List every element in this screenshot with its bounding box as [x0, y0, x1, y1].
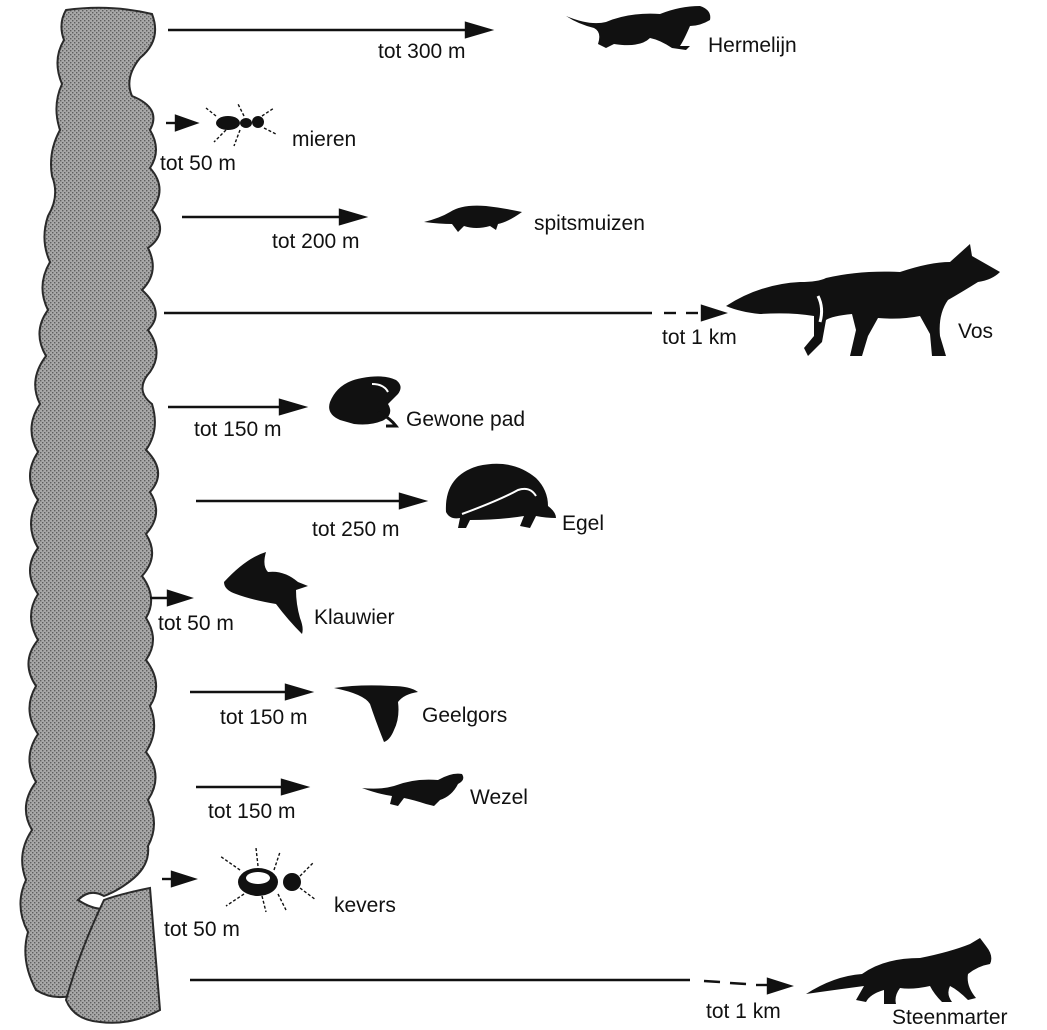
animal-name-egel: Egel [562, 512, 604, 535]
animal-name-wezel: Wezel [470, 786, 528, 809]
distance-label-gewone-pad: tot 150 m [194, 418, 282, 441]
distance-label-vos: tot 1 km [662, 326, 737, 349]
arrow-klauwier [150, 591, 190, 605]
distance-label-geelgors: tot 150 m [220, 706, 308, 729]
arrow-gewone-pad [168, 400, 304, 414]
toad-icon [329, 376, 400, 426]
animal-name-klauwier: Klauwier [314, 606, 395, 629]
animal-name-hermelijn: Hermelijn [708, 34, 797, 57]
arrow-egel [196, 494, 424, 508]
stoat-icon [566, 6, 710, 50]
animal-name-steenmarter: Steenmarter [892, 1006, 1008, 1029]
animal-name-mieren: mieren [292, 128, 356, 151]
arrow-geelgors [190, 685, 310, 699]
distance-label-spitsmuizen: tot 200 m [272, 230, 360, 253]
arrow-steenmarter [190, 979, 790, 993]
animal-name-kevers: kevers [334, 894, 396, 917]
animal-name-spitsmuizen: spitsmuizen [534, 212, 645, 235]
arrow-vos [164, 306, 724, 320]
animal-name-geelgors: Geelgors [422, 704, 507, 727]
distance-label-mieren: tot 50 m [160, 152, 236, 175]
beetle-icon [220, 848, 316, 912]
animal-name-vos: Vos [958, 320, 993, 343]
yellowhammer-icon [334, 685, 418, 742]
distance-label-kevers: tot 50 m [164, 918, 240, 941]
animal-name-gewone-pad: Gewone pad [406, 408, 525, 431]
stone-marten-icon [806, 938, 991, 1004]
arrow-spitsmuizen [182, 210, 364, 224]
arrow-hermelijn [168, 23, 490, 37]
arrow-wezel [196, 780, 306, 794]
shrike-icon [224, 552, 308, 634]
ant-icon [206, 104, 276, 146]
distance-label-klauwier: tot 50 m [158, 612, 234, 635]
distance-label-egel: tot 250 m [312, 518, 400, 541]
distance-label-hermelijn: tot 300 m [378, 40, 466, 63]
arrow-kevers [162, 872, 194, 886]
weasel-icon [362, 774, 463, 806]
hedgehog-icon [446, 464, 556, 528]
hedgerow-shape [20, 8, 160, 1023]
arrow-mieren [166, 116, 196, 130]
distance-label-steenmarter: tot 1 km [706, 1000, 781, 1023]
shrew-icon [424, 206, 522, 232]
distance-label-wezel: tot 150 m [208, 800, 296, 823]
